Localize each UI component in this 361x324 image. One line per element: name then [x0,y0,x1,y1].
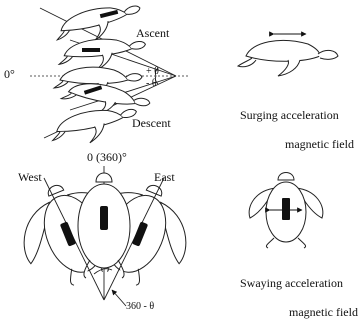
west-label: West [18,170,42,184]
pitch-panel: Ascent Descent 0° + θ - θ [4,0,188,150]
logger-top-north [100,206,108,230]
theta-minus-label: - θ [146,78,157,89]
heading-panel: 0 (360)° West East [6,150,204,312]
logger-ascent-mid [82,48,100,52]
ascent-label: Ascent [136,26,170,40]
surge-panel: Surging acceleration magnetic field [238,34,354,151]
turtle-descent-low [48,102,140,150]
north-label: 0 (360)° [87,150,127,164]
descent-label: Descent [132,116,171,130]
surge-field-label: magnetic field [285,137,354,151]
theta-plus-label: + θ [146,66,159,77]
logger-sway [282,198,290,220]
east-label: East [154,170,175,184]
turtle-surge [238,40,338,76]
surge-caption: Surging acceleration [240,108,339,122]
sway-panel: Swaying acceleration magnetic field [240,173,358,320]
angle-arc [94,269,112,274]
sway-field-label: magnetic field [289,305,358,319]
angle-pointer [112,290,126,306]
sway-caption: Swaying acceleration [240,276,343,290]
angle-label: 360 - θ [126,301,154,312]
zero-degree-label: 0° [4,67,15,81]
